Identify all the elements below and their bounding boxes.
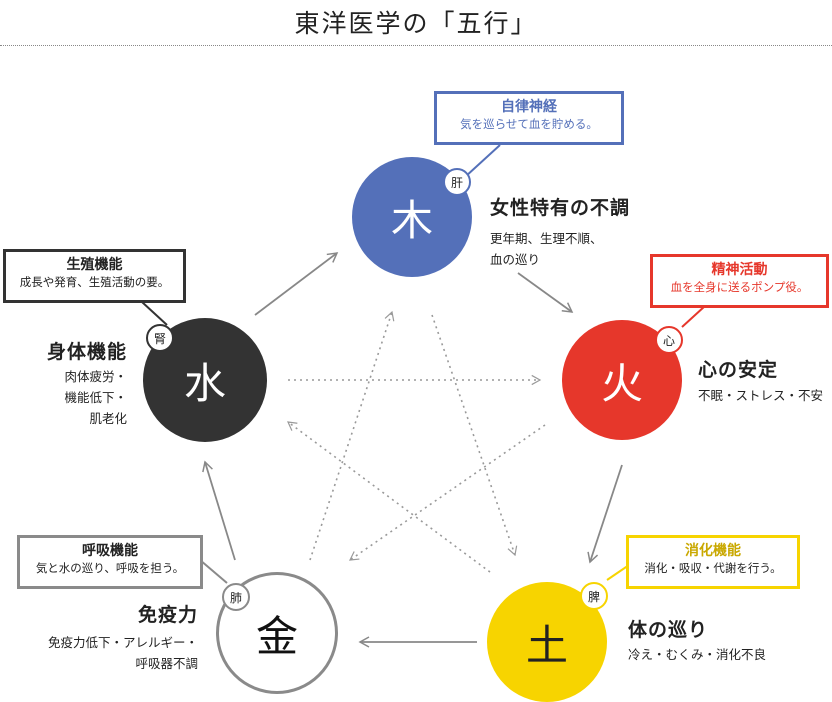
earth-description: 冷え・むくみ・消化不良: [628, 644, 766, 665]
organ-badge-lung: 肺: [222, 583, 250, 611]
arrow-fire-to-earth: [587, 464, 623, 564]
desc-line: 不眠・ストレス・不安: [698, 388, 824, 403]
metal-heading: 免疫力: [137, 604, 198, 626]
organ-label: 脾: [587, 589, 600, 604]
callout-subtitle: 消化・吸収・代謝を行う。: [644, 561, 782, 575]
desc-line: 血の巡り: [490, 252, 541, 267]
fire-description: 不眠・ストレス・不安: [698, 385, 823, 406]
metal-description: 免疫力低下・アレルギー・ 呼吸器不調: [48, 632, 198, 674]
callout-title: 自律神経: [501, 99, 557, 115]
desc-line: 肌老化: [89, 411, 127, 426]
organ-label: 心: [662, 333, 675, 348]
arrow-earth-to-water: [287, 421, 491, 573]
organ-badge-heart: 心: [655, 326, 683, 354]
arrow-wood-to-earth: [431, 314, 518, 557]
page-title: 東洋医学の「五行」: [294, 9, 538, 38]
callout-subtitle: 成長や発育、生殖活動の要。: [19, 275, 170, 289]
organ-badge-liver: 肝: [443, 168, 471, 196]
title-divider: [0, 45, 832, 46]
desc-line: 更年期、生理不順、: [490, 231, 603, 246]
leader-water: [141, 301, 168, 326]
callout-title: 消化機能: [685, 543, 741, 559]
callout-subtitle: 気を巡らせて血を貯める。: [460, 117, 598, 131]
earth-character: 土: [525, 620, 568, 670]
leader-fire: [681, 305, 706, 328]
fire-heading: 心の安定: [698, 359, 779, 381]
arrow-wood-to-fire: [517, 272, 574, 313]
arrow-water-to-wood: [254, 252, 339, 316]
organ-badge-spleen: 脾: [580, 582, 608, 610]
wood-heading: 女性特有の不調: [490, 197, 631, 219]
desc-line: 免疫力低下・アレルギー・: [47, 635, 198, 650]
water-character: 水: [183, 358, 226, 408]
callout-subtitle: 気と水の巡り、呼吸を担う。: [35, 561, 185, 575]
callout-title: 生殖機能: [66, 257, 123, 273]
callout-metal: 呼吸機能 気と水の巡り、呼吸を担う。: [17, 535, 203, 589]
wood-character: 木: [390, 195, 433, 245]
desc-line: 肉体疲労・: [64, 369, 127, 384]
fire-character: 火: [600, 358, 643, 408]
desc-line: 呼吸器不調: [135, 656, 198, 671]
callout-subtitle: 血を全身に送るポンプ役。: [670, 280, 809, 294]
organ-label: 肺: [229, 590, 242, 605]
metal-character: 金: [255, 611, 298, 661]
water-circle: 水: [143, 318, 267, 442]
callout-earth: 消化機能 消化・吸収・代謝を行う。: [626, 535, 800, 589]
desc-line: 機能低下・: [64, 390, 127, 405]
callout-fire: 精神活動 血を全身に送るポンプ役。: [650, 254, 829, 308]
leader-wood: [464, 144, 501, 178]
wood-description: 更年期、生理不順、 血の巡り: [490, 228, 603, 270]
metal-circle: 金: [216, 572, 338, 694]
organ-label: 肝: [450, 175, 463, 190]
organ-badge-kidney: 腎: [146, 324, 174, 352]
callout-wood: 自律神経 気を巡らせて血を貯める。: [434, 91, 624, 145]
earth-heading: 体の巡り: [628, 619, 709, 641]
callout-water: 生殖機能 成長や発育、生殖活動の要。: [3, 249, 186, 303]
water-heading: 身体機能: [46, 341, 127, 363]
leader-metal: [199, 559, 228, 584]
arrow-fire-to-metal: [348, 424, 546, 561]
callout-title: 呼吸機能: [82, 543, 138, 559]
callout-title: 精神活動: [711, 262, 768, 278]
organ-label: 腎: [153, 331, 166, 346]
water-description: 肉体疲労・ 機能低下・ 肌老化: [64, 366, 127, 429]
arrow-metal-to-water: [202, 460, 236, 561]
desc-line: 冷え・むくみ・消化不良: [628, 647, 767, 662]
arrow-metal-to-wood: [309, 310, 395, 561]
